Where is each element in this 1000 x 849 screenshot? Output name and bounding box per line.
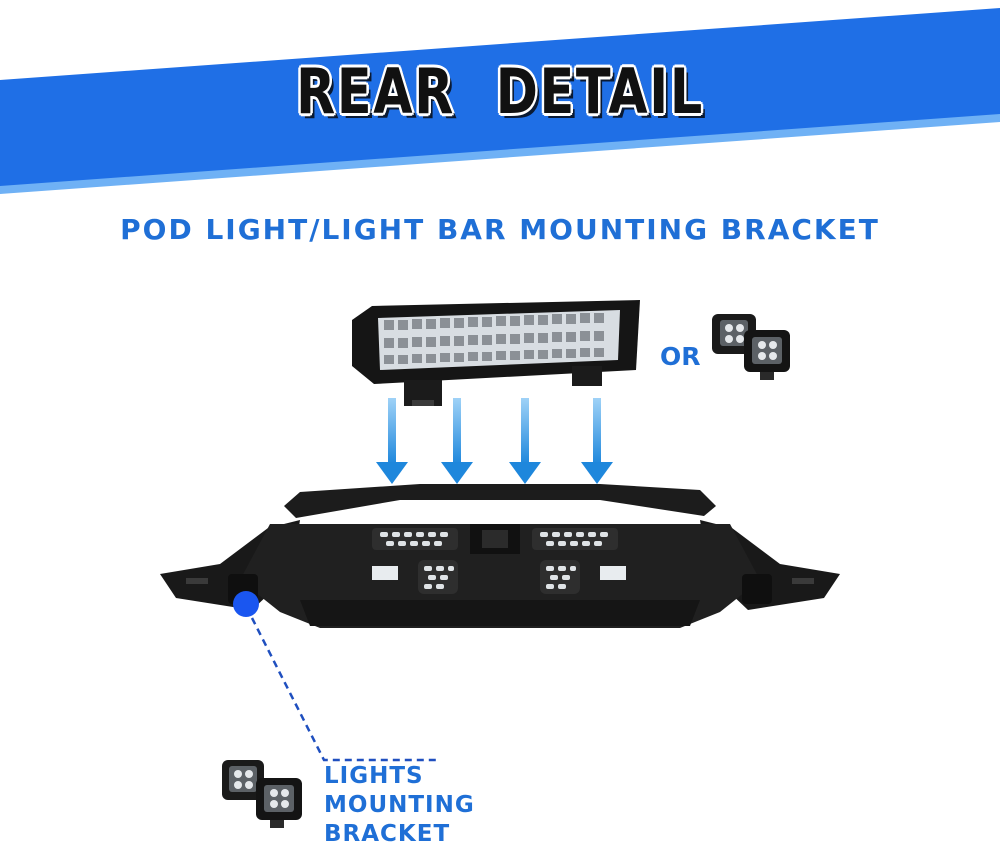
mount-point-marker-icon xyxy=(233,591,440,762)
led-light-bar-icon xyxy=(352,300,640,406)
bumper-icon xyxy=(160,484,840,628)
section-subtitle: POD LIGHT/LIGHT BAR MOUNTING BRACKET xyxy=(120,213,880,246)
lights-mounting-bracket-label: LIGHTS MOUNTING BRACKET xyxy=(324,762,475,849)
pod-light-icon xyxy=(712,314,790,380)
bracket-label-line-3: BRACKET xyxy=(324,821,451,847)
banner-title: REAR DETAIL xyxy=(296,55,704,128)
bracket-label-line-1: LIGHTS xyxy=(324,763,424,789)
down-arrow-icon xyxy=(376,398,613,484)
pod-light-icon xyxy=(222,760,302,828)
bracket-label-line-2: MOUNTING xyxy=(324,792,475,818)
or-label: OR xyxy=(660,342,701,371)
header-banner xyxy=(0,8,1000,194)
